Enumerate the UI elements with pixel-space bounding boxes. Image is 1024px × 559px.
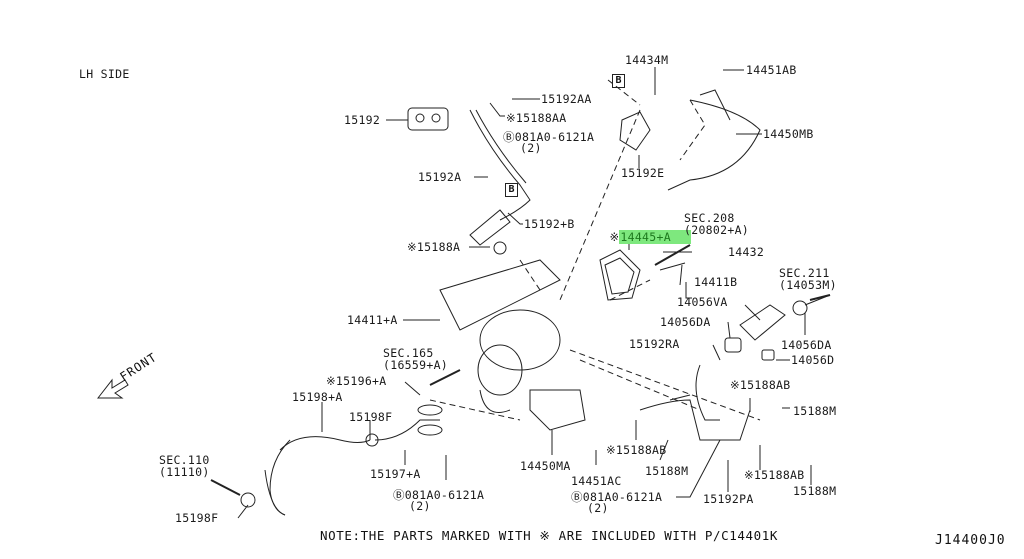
part-label-15188m[interactable]: 15188M (645, 464, 689, 478)
part-label-15192b[interactable]: 15192+B (524, 217, 575, 231)
section-ref-211: SEC.211 (779, 266, 830, 280)
part-qty: (2) (587, 501, 609, 515)
part-label-081a0-6121a[interactable]: Ⓑ081A0-6121A (503, 130, 595, 144)
part-label-14056d[interactable]: 14056D (791, 353, 835, 367)
included-star-icon: ※ (609, 230, 620, 244)
part-label-14411b[interactable]: 14411B (694, 275, 738, 289)
part-label-15192a[interactable]: 15192A (418, 170, 462, 184)
part-label-15198f[interactable]: 15198F (349, 410, 393, 424)
part-label-14450mb[interactable]: 14450MB (763, 127, 814, 141)
ref-box-b: B (612, 74, 625, 88)
part-label-15188ab[interactable]: ※15188AB (606, 443, 667, 457)
part-label-14432[interactable]: 14432 (728, 245, 765, 259)
part-label-15188ab[interactable]: ※15188AB (730, 378, 791, 392)
part-label-15188m[interactable]: 15188M (793, 404, 837, 418)
section-ref-208-detail: (20802+A) (684, 223, 750, 237)
part-label-15197a[interactable]: 15197+A (370, 467, 421, 481)
part-label-081a0-6121a[interactable]: Ⓑ081A0-6121A (393, 488, 485, 502)
section-ref-208: SEC.208 (684, 211, 735, 225)
side-label: LH SIDE (79, 67, 130, 81)
part-label-15188a[interactable]: ※15188A (407, 240, 461, 254)
part-label-15192e[interactable]: 15192E (621, 166, 665, 180)
part-label-14411a[interactable]: 14411+A (347, 313, 398, 327)
part-label-14056va[interactable]: 14056VA (677, 295, 728, 309)
part-label-15188m[interactable]: 15188M (793, 484, 837, 498)
section-ref-165-detail: (16559+A) (383, 358, 449, 372)
ref-box-b: B (505, 183, 518, 197)
part-label-15196a[interactable]: ※15196+A (326, 374, 387, 388)
part-label-15192[interactable]: 15192 (344, 113, 381, 127)
part-label-15192pa[interactable]: 15192PA (703, 492, 754, 506)
highlighted-part-number: 14445+A (619, 230, 691, 244)
part-label-14056da[interactable]: 14056DA (660, 315, 711, 329)
part-label-14445a-highlighted[interactable]: ※14445+A (595, 218, 691, 244)
part-label-15192aa[interactable]: 15192AA (541, 92, 592, 106)
part-label-081a0-6121a[interactable]: Ⓑ081A0-6121A (571, 490, 663, 504)
part-label-14451ab[interactable]: 14451AB (746, 63, 797, 77)
part-label-15192ra[interactable]: 15192RA (629, 337, 680, 351)
leader-lines (237, 67, 812, 519)
alignment-lines (429, 79, 761, 421)
front-arrow-icon (96, 378, 129, 399)
part-label-15198a[interactable]: 15198+A (292, 390, 343, 404)
part-outlines (210, 89, 831, 516)
part-label-15198f[interactable]: 15198F (175, 511, 219, 525)
section-ref-110: SEC.110 (159, 453, 210, 467)
part-label-14450ma[interactable]: 14450MA (520, 459, 571, 473)
section-ref-211-detail: (14053M) (779, 278, 837, 292)
part-label-14056da[interactable]: 14056DA (781, 338, 832, 352)
part-qty: (2) (520, 141, 542, 155)
part-label-15188ab[interactable]: ※15188AB (744, 468, 805, 482)
section-ref-165: SEC.165 (383, 346, 434, 360)
section-ref-110-detail: (11110) (159, 465, 210, 479)
part-qty: (2) (409, 499, 431, 513)
part-label-14434m[interactable]: 14434M (625, 53, 669, 67)
footnote: NOTE:THE PARTS MARKED WITH ※ ARE INCLUDE… (320, 528, 778, 543)
part-label-15188aa[interactable]: ※15188AA (506, 111, 567, 125)
drawing-code: J14400J0 (935, 533, 1006, 548)
part-label-14451ac[interactable]: 14451AC (571, 474, 622, 488)
